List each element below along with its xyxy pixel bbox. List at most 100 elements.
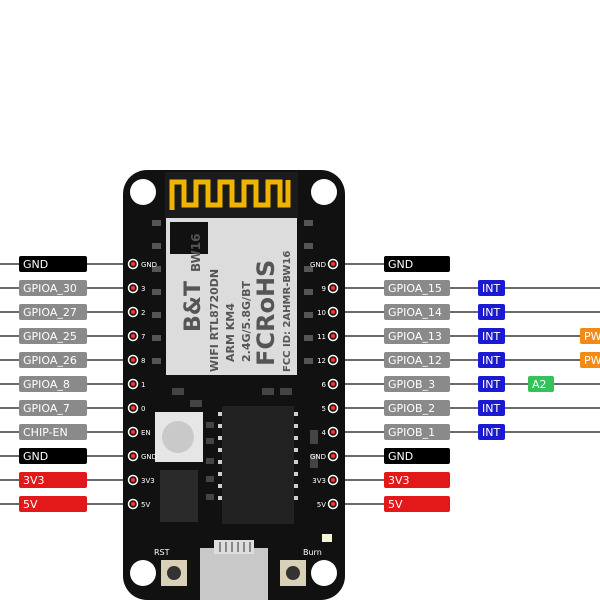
- right-pin-label-3: GPIOA_13: [384, 328, 450, 344]
- left-pin-1-pad-label: 3: [141, 285, 145, 293]
- right-pin-label-0-text: GND: [388, 258, 413, 271]
- right-pin-int-2: INT: [478, 304, 505, 320]
- left-pin-label-7-text: CHIP-EN: [23, 426, 68, 439]
- left-pin-7-pad-label: EN: [141, 429, 151, 437]
- left-pin-2-dot: [130, 309, 136, 315]
- right-pin-int-1-text: INT: [482, 282, 500, 295]
- right-pin-int-7: INT: [478, 424, 505, 440]
- right-pin-label-2-text: GPIOA_14: [388, 306, 442, 319]
- module-line3: 2.4G/5.8G/BT: [240, 281, 253, 362]
- right-pin-2-dot: [330, 309, 336, 315]
- mounting-hole-bottom-left: [130, 560, 156, 586]
- right-pin-8-dot: [330, 453, 336, 459]
- left-pin-label-4-text: GPIOA_26: [23, 354, 77, 367]
- left-pin-10-dot: [130, 501, 136, 507]
- right-pin-extra-3: PW: [580, 328, 600, 344]
- module-text: B&T BW16 WIFI RTL8720DN ARM KM4 2.4G/5.8…: [181, 234, 293, 372]
- right-pin-10-dot: [330, 501, 336, 507]
- right-pin-extra-4: PW: [580, 352, 600, 368]
- left-pin-6-dot: [130, 405, 136, 411]
- right-pin-6-pad-label: 5: [322, 405, 326, 413]
- right-pin-7-pad-label: 4: [322, 429, 327, 437]
- rst-button[interactable]: [161, 560, 187, 586]
- right-pin-1-dot: [330, 285, 336, 291]
- left-pin-label-8-text: GND: [23, 450, 48, 463]
- left-pin-8-pad-label: GND: [141, 453, 157, 461]
- left-pin-label-10: 5V: [19, 496, 87, 512]
- right-pin-label-5: GPIOB_3: [384, 376, 450, 392]
- left-pin-label-5-text: GPIOA_8: [23, 378, 70, 391]
- led-button-cap: [162, 421, 194, 453]
- right-pin-8-pad-label: GND: [310, 453, 326, 461]
- pin-labels: GNDGPIOA_30GPIOA_27GPIOA_25GPIOA_26GPIOA…: [19, 256, 600, 512]
- left-pin-label-0-text: GND: [23, 258, 48, 271]
- right-pin-extra-5-text: A2: [532, 378, 547, 391]
- right-pin-5-pad-label: 6: [322, 381, 327, 389]
- right-pin-label-1: GPIOA_15: [384, 280, 450, 296]
- left-pin-label-0: GND: [19, 256, 87, 272]
- burn-led: [322, 534, 332, 542]
- right-pin-0-pad-label: GND: [310, 261, 326, 269]
- right-pin-label-1-text: GPIOA_15: [388, 282, 442, 295]
- right-pin-label-5-text: GPIOB_3: [388, 378, 435, 391]
- left-pin-7-dot: [130, 429, 136, 435]
- right-pin-label-6-text: GPIOB_2: [388, 402, 435, 415]
- left-pin-3-pad-label: 7: [141, 333, 145, 341]
- left-pin-label-10-text: 5V: [23, 498, 38, 511]
- bw16-board: B&T BW16 WIFI RTL8720DN ARM KM4 2.4G/5.8…: [123, 170, 345, 600]
- chip-pins: [218, 412, 298, 500]
- right-pin-label-10-text: 5V: [388, 498, 403, 511]
- right-pin-4-pad-label: 12: [317, 357, 326, 365]
- usb-serial-chip: [222, 406, 294, 524]
- left-pin-label-8: GND: [19, 448, 87, 464]
- right-pin-int-3: INT: [478, 328, 505, 344]
- module-model: BW16: [189, 234, 203, 272]
- right-pin-int-5-text: INT: [482, 378, 500, 391]
- module-line1: WIFI RTL8720DN: [208, 269, 221, 372]
- right-pin-int-1: INT: [478, 280, 505, 296]
- right-pin-label-7-text: GPIOB_1: [388, 426, 435, 439]
- left-pin-6-pad-label: 0: [141, 405, 145, 413]
- right-pin-7-dot: [330, 429, 336, 435]
- burn-button[interactable]: [280, 560, 306, 586]
- right-pin-extra-4-text: PW: [584, 354, 600, 367]
- mounting-hole-bottom-right: [311, 560, 337, 586]
- left-pin-label-3-text: GPIOA_25: [23, 330, 77, 343]
- right-pin-6-dot: [330, 405, 336, 411]
- left-pin-label-1-text: GPIOA_30: [23, 282, 77, 295]
- left-pin-10-pad-label: 5V: [141, 501, 150, 509]
- left-pin-5-dot: [130, 381, 136, 387]
- left-pin-label-7: CHIP-EN: [19, 424, 87, 440]
- right-pin-int-2-text: INT: [482, 306, 500, 319]
- left-pin-label-3: GPIOA_25: [19, 328, 87, 344]
- right-pin-int-6: INT: [478, 400, 505, 416]
- module-line2: ARM KM4: [224, 303, 237, 362]
- left-pin-label-2-text: GPIOA_27: [23, 306, 77, 319]
- burn-label: Burn: [303, 548, 322, 557]
- left-pin-4-dot: [130, 357, 136, 363]
- right-pin-extra-3-text: PW: [584, 330, 600, 343]
- left-pin-2-pad-label: 2: [141, 309, 145, 317]
- rst-label: RST: [154, 548, 170, 557]
- right-pin-label-3-text: GPIOA_13: [388, 330, 442, 343]
- right-pin-label-4: GPIOA_12: [384, 352, 450, 368]
- left-pin-3-dot: [130, 333, 136, 339]
- right-pin-label-2: GPIOA_14: [384, 304, 450, 320]
- left-pin-label-2: GPIOA_27: [19, 304, 87, 320]
- left-pin-0-dot: [130, 261, 136, 267]
- right-pin-2-pad-label: 10: [317, 309, 326, 317]
- right-pin-0-dot: [330, 261, 336, 267]
- right-pin-9-dot: [330, 477, 336, 483]
- module-castellations: [152, 220, 313, 364]
- right-pin-label-6: GPIOB_2: [384, 400, 450, 416]
- left-pin-4-pad-label: 8: [141, 357, 145, 365]
- mounting-hole-top-right: [311, 179, 337, 205]
- module-cert: FCRoHS: [252, 260, 280, 366]
- right-pin-10-pad-label: 5V: [317, 501, 326, 509]
- left-pin-9-dot: [130, 477, 136, 483]
- left-pin-label-1: GPIOA_30: [19, 280, 87, 296]
- right-pin-label-0: GND: [384, 256, 450, 272]
- module-fcc: FCC ID: 2AHMR-BW16: [282, 251, 293, 372]
